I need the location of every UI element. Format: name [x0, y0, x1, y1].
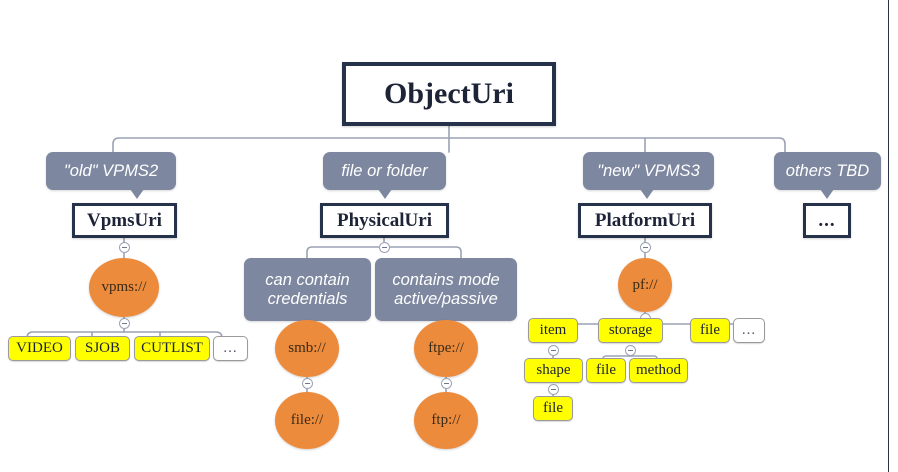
- node-vpmsuri-label: VpmsUri: [87, 209, 162, 231]
- node-physicaluri[interactable]: PhysicalUri: [320, 203, 449, 238]
- chip-sjob[interactable]: SJOB: [75, 336, 130, 361]
- collapse-toggle-ftpe[interactable]: [441, 378, 452, 389]
- callout-tail-icon: [130, 189, 144, 199]
- chip-item-label: item: [539, 322, 567, 339]
- node-physicaluri-label: PhysicalUri: [337, 209, 432, 231]
- node-root-objecturi[interactable]: ObjectUri: [342, 62, 556, 126]
- node-scheme-ftpe[interactable]: ftpe://: [414, 320, 478, 377]
- callout-mode-line1: contains mode: [392, 271, 500, 290]
- node-scheme-file-label: file://: [290, 412, 324, 429]
- node-scheme-ftp[interactable]: ftp://: [414, 392, 478, 449]
- callout-file-or-folder-label: file or folder: [341, 161, 428, 180]
- chip-video-label: VIDEO: [16, 340, 63, 357]
- chip-file-under-storage[interactable]: file: [586, 358, 626, 383]
- chip-file-under-shape[interactable]: file: [533, 396, 573, 421]
- canvas-right-border: [888, 0, 889, 472]
- chip-file-under-storage-label: file: [596, 362, 616, 379]
- node-scheme-ftpe-label: ftpe://: [428, 340, 464, 357]
- collapse-toggle-vpmsuri[interactable]: [119, 242, 130, 253]
- node-others[interactable]: ...: [803, 203, 851, 238]
- chip-shape[interactable]: shape: [524, 358, 583, 383]
- collapse-toggle-item[interactable]: [548, 345, 559, 356]
- callout-credentials-line2: credentials: [267, 289, 348, 308]
- chip-video[interactable]: VIDEO: [8, 336, 71, 361]
- collapse-toggle-storage[interactable]: [625, 345, 636, 356]
- node-scheme-pf[interactable]: pf://: [618, 258, 672, 312]
- collapse-toggle-physicaluri[interactable]: [379, 242, 390, 253]
- node-scheme-vpms-label: vpms://: [101, 279, 147, 296]
- collapse-toggle-platformuri[interactable]: [640, 242, 651, 253]
- chip-dots-left[interactable]: ...: [213, 336, 248, 361]
- callout-tail-icon: [640, 189, 654, 199]
- callout-can-contain-credentials[interactable]: can contain credentials: [244, 258, 371, 330]
- callout-file-or-folder[interactable]: file or folder: [323, 152, 446, 199]
- collapse-toggle-smb[interactable]: [302, 378, 313, 389]
- chip-dots-right[interactable]: ...: [733, 318, 765, 343]
- callout-new-vpms3-label: "new" VPMS3: [597, 161, 700, 180]
- callout-others-tbd[interactable]: others TBD: [774, 152, 881, 199]
- chip-dots-left-label: ...: [223, 340, 238, 357]
- callout-new-vpms3[interactable]: "new" VPMS3: [583, 152, 714, 199]
- node-scheme-smb-label: smb://: [288, 340, 326, 357]
- callout-old-vpms2[interactable]: "old" VPMS2: [46, 152, 176, 199]
- chip-file-under-shape-label: file: [543, 400, 563, 417]
- chip-item[interactable]: item: [528, 318, 578, 343]
- node-platformuri[interactable]: PlatformUri: [578, 203, 712, 238]
- chip-method-label: method: [636, 362, 681, 379]
- node-scheme-smb[interactable]: smb://: [275, 320, 339, 377]
- chip-file-top[interactable]: file: [690, 318, 730, 343]
- callout-credentials-line1: can contain: [265, 271, 350, 290]
- callout-others-tbd-label: others TBD: [785, 161, 870, 180]
- callout-tail-icon: [378, 189, 392, 199]
- chip-dots-right-label: ...: [741, 322, 757, 339]
- node-others-label: ...: [818, 209, 836, 231]
- chip-file-top-label: file: [700, 322, 720, 339]
- callout-contains-mode[interactable]: contains mode active/passive: [375, 258, 517, 330]
- node-scheme-file[interactable]: file://: [275, 392, 339, 449]
- callout-mode-line2: active/passive: [394, 289, 498, 308]
- callout-tail-icon: [820, 189, 834, 199]
- node-root-label: ObjectUri: [384, 77, 514, 111]
- chip-cutlist[interactable]: CUTLIST: [134, 336, 210, 361]
- chip-storage[interactable]: storage: [598, 318, 663, 343]
- chip-method[interactable]: method: [629, 358, 688, 383]
- node-scheme-pf-label: pf://: [632, 276, 658, 293]
- node-scheme-vpms[interactable]: vpms://: [89, 258, 159, 317]
- chip-storage-label: storage: [608, 322, 653, 339]
- node-vpmsuri[interactable]: VpmsUri: [72, 203, 177, 238]
- node-platformuri-label: PlatformUri: [594, 209, 696, 231]
- collapse-toggle-vpms[interactable]: [119, 318, 130, 329]
- chip-cutlist-label: CUTLIST: [141, 340, 203, 357]
- chip-shape-label: shape: [536, 362, 571, 379]
- chip-sjob-label: SJOB: [84, 340, 121, 357]
- callout-old-vpms2-label: "old" VPMS2: [63, 161, 159, 180]
- collapse-toggle-shape[interactable]: [548, 384, 559, 395]
- node-scheme-ftp-label: ftp://: [431, 412, 461, 429]
